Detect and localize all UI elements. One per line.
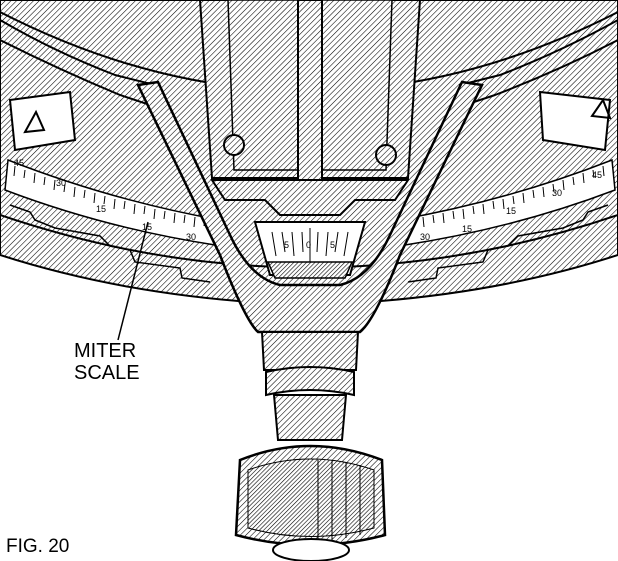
- handle-neck: [260, 331, 360, 371]
- blade-slot: [297, 0, 323, 193]
- left-triangle-icon: [23, 109, 46, 134]
- knob-knurl-lines: [317, 460, 361, 540]
- figure-caption: FIG. 20: [6, 536, 70, 557]
- indicator-number: 5: [330, 240, 335, 250]
- indicator-lower-lip: [266, 261, 354, 279]
- left-bolt-hole: [223, 134, 245, 156]
- left-scale-step-edge: [9, 204, 211, 283]
- indicator-number: 0: [306, 240, 311, 250]
- callout-line-1: MITER: [74, 340, 137, 362]
- right-scale-number: 45: [592, 170, 602, 180]
- right-scale-number: 15: [462, 224, 472, 234]
- indicator-number: 5: [284, 240, 289, 250]
- left-scale-number: 30: [56, 178, 66, 188]
- callout-line-2: SCALE: [74, 362, 140, 384]
- right-scale-band: [397, 158, 616, 246]
- left-scale-ticks: [13, 165, 206, 228]
- right-triangle-icon: [590, 97, 612, 120]
- right-scale-number: 15: [506, 206, 516, 216]
- handle-collar: [265, 366, 355, 397]
- left-scale-number: 30: [186, 232, 196, 242]
- right-scale-number: 30: [420, 232, 430, 242]
- right-scale-plate: [538, 90, 612, 152]
- left-scale-number: 15: [96, 204, 106, 214]
- right-bolt-hole: [375, 144, 397, 166]
- handle-shaft: [272, 394, 348, 441]
- right-scale-step-edge: [407, 204, 609, 283]
- left-scale-plate: [8, 90, 77, 152]
- miter-scale-leader-line: [117, 221, 149, 341]
- lock-knob-grip: [247, 458, 375, 537]
- right-scale-number: 30: [552, 188, 562, 198]
- miter-indicator-housing: [210, 179, 410, 216]
- indicator-ticks: [271, 228, 349, 262]
- left-scale-number: 45: [14, 158, 24, 168]
- knob-end-cap: [272, 538, 350, 561]
- miter-handle-yoke: [136, 80, 484, 334]
- miter-scale-callout: MITER SCALE: [74, 340, 140, 384]
